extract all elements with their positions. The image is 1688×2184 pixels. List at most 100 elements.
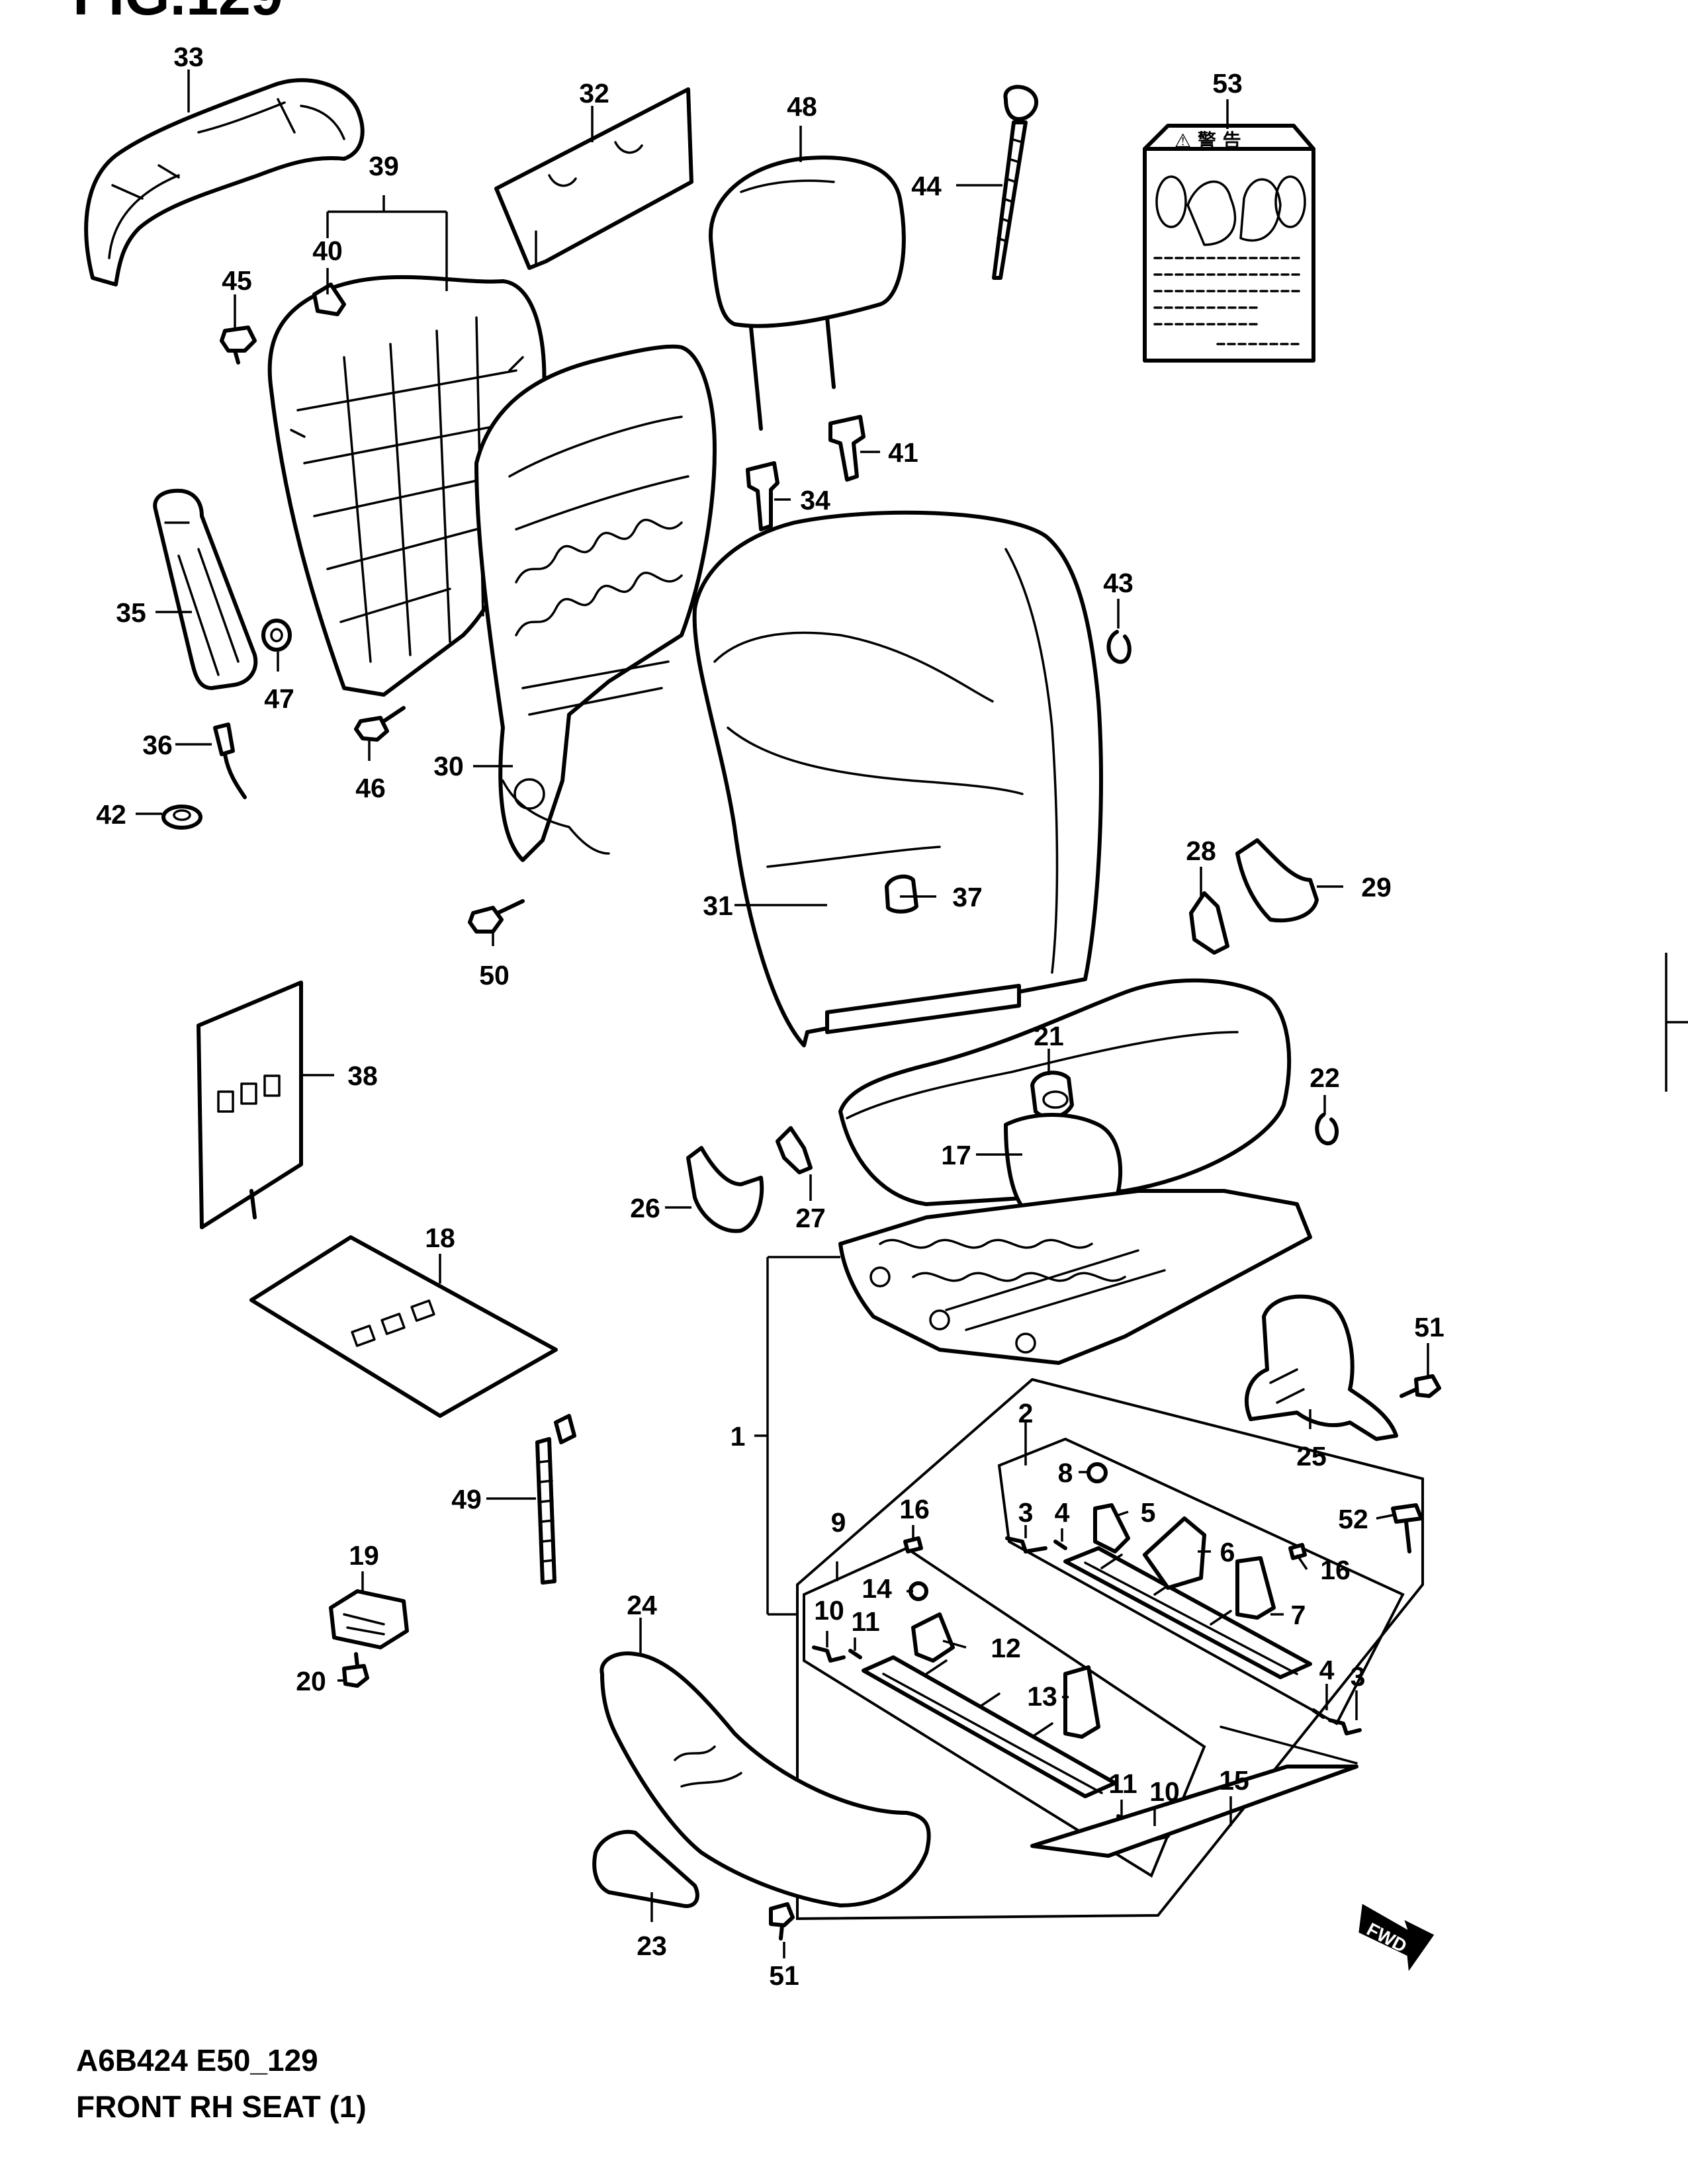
part-4-shape [1053,1540,1067,1550]
callout-14: 14 [862,1573,892,1604]
callout-31: 31 [703,891,733,921]
part-44-shape [992,85,1038,280]
callout-49: 49 [451,1484,482,1514]
part-36-shape [213,722,247,799]
part-21-shape [1030,1070,1074,1119]
part-30-shape [474,344,717,862]
part-31-shape [692,510,1103,1047]
callout-4b: 4 [1319,1655,1335,1685]
callout-41: 41 [888,437,918,468]
callout-45: 45 [222,265,252,296]
callout-5: 5 [1141,1497,1156,1528]
part-34-shape [746,461,779,531]
callout-42: 42 [96,799,126,830]
callout-27: 27 [795,1203,826,1233]
part-35-shape [153,488,258,690]
part-22-shape [1315,1113,1339,1145]
part-2-frame-box [997,1437,1405,1725]
part-1-frame-box [796,1377,1424,1921]
part-11a-shape [848,1649,862,1659]
part-5-shape [1093,1503,1130,1553]
callout-53: 53 [1212,68,1243,99]
part-3-shape [1005,1536,1047,1553]
part-16b-shape [1288,1543,1307,1560]
part-6-shape [1143,1516,1206,1590]
callout-3a: 3 [1018,1497,1034,1528]
part-51b-shape [769,1902,795,1941]
part-4b-shape [1311,1708,1325,1719]
callout-11a: 11 [851,1606,879,1637]
callout-11b: 11 [1108,1769,1137,1799]
callout-47: 47 [264,683,294,714]
part-42-shape [161,805,202,830]
part-53-warning-label: ⚠ 警 告 [1143,124,1315,363]
part-29-shape [1235,838,1319,923]
callout-25: 25 [1296,1441,1327,1471]
callout-20: 20 [296,1666,326,1696]
part-7-shape [1235,1556,1276,1620]
part-15-shape [1030,1725,1358,1858]
callout-9: 9 [831,1507,846,1538]
callout-52: 52 [1338,1504,1368,1534]
part-47-shape [261,619,292,652]
callout-24: 24 [627,1590,657,1620]
part-45-shape [220,326,257,365]
part-13-shape [1063,1665,1100,1739]
callout-35: 35 [116,597,146,628]
leader-lines [136,69,1429,1958]
part-26-shape [686,1146,764,1233]
part-48-shape [708,155,906,431]
part-46-shape [354,706,406,742]
callout-48: 48 [787,91,817,122]
part-27-shape [776,1126,813,1174]
part-28-shape [1189,891,1229,955]
part-32-shape [494,87,693,270]
part-3b-shape [1328,1718,1362,1735]
callout-29: 29 [1361,872,1392,902]
part-38-shape [197,981,303,1229]
callout-19: 19 [349,1540,379,1571]
callout-39: 39 [369,151,399,181]
callout-43: 43 [1103,568,1133,598]
callout-32: 32 [579,78,609,109]
callout-30: 30 [433,751,464,781]
callout-16a: 16 [899,1494,930,1524]
part-24-shape [600,1651,931,1907]
part-12-shape [911,1612,955,1663]
callout-13: 13 [1027,1681,1057,1712]
callout-23: 23 [637,1931,667,1961]
callout-37: 37 [952,882,983,912]
callout-4a: 4 [1055,1497,1070,1528]
callout-44: 44 [911,171,942,201]
callout-40: 40 [312,236,343,266]
fwd-arrow: FWD [1358,1903,1435,1972]
part-33-shape [84,78,365,286]
callout-33: 33 [173,42,204,72]
callout-1: 1 [731,1421,746,1452]
part-upper-rail-shape [1063,1546,1312,1679]
part-8-shape [1087,1462,1108,1483]
footer-caption: FRONT RH SEAT (1) [76,2089,367,2124]
callout-16b: 16 [1320,1555,1351,1585]
callout-36: 36 [142,730,173,760]
callout-12: 12 [991,1633,1021,1663]
callout-18: 18 [425,1223,455,1253]
callout-17: 17 [941,1140,971,1170]
part-20-shape [342,1652,369,1688]
part-51a-shape [1399,1374,1441,1398]
part-43-shape [1106,630,1132,664]
callout-10a: 10 [814,1595,844,1626]
callout-15: 15 [1219,1765,1249,1796]
part-52-shape [1391,1503,1423,1553]
part-39-shape [267,275,547,697]
callout-21: 21 [1034,1021,1064,1051]
part-18-shape [249,1235,558,1418]
part-50-shape [468,899,525,934]
callout-50: 50 [479,960,510,990]
figure-title: FIG.129 [73,0,283,27]
callout-7: 7 [1291,1600,1306,1630]
callout-8: 8 [1058,1458,1073,1488]
callout-labels: 33 32 48 44 53 39 40 45 41 34 43 35 47 3… [96,42,1444,1991]
part-49-shape [535,1414,576,1585]
callout-2: 2 [1018,1398,1034,1428]
